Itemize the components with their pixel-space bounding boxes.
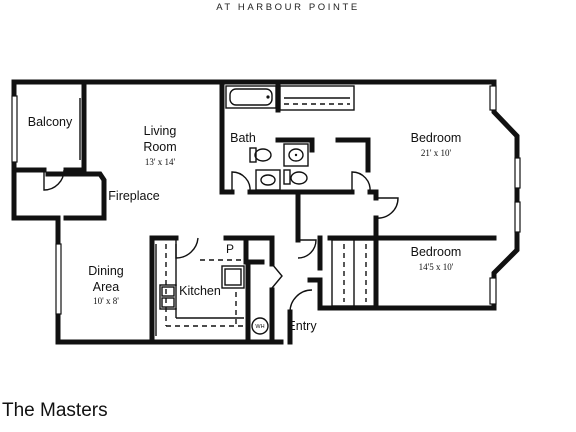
room-dims-dining: 10' x 8' [93, 296, 119, 306]
room-label-living-line1: Living [144, 124, 177, 138]
property-subtitle: AT HARBOUR POINTE [216, 2, 360, 13]
toilet-icon [249, 147, 272, 163]
room-label-dining-line1: Dining [88, 264, 123, 278]
room-dims-bedroom-2: 14'5 x 10' [419, 262, 454, 272]
interior-walls [15, 81, 497, 345]
sink-icon [283, 143, 309, 167]
sink-icon [255, 169, 281, 191]
balcony-sliding-door [79, 98, 84, 160]
toilet-icon [283, 169, 308, 185]
windows [11, 85, 521, 315]
room-label-balcony: Balcony [28, 115, 73, 129]
room-label-bedroom-2: Bedroom [411, 245, 462, 259]
room-label-entry: Entry [287, 319, 317, 333]
room-label-bedroom-1: Bedroom [411, 131, 462, 145]
bath-closet [279, 85, 355, 111]
bathtub [225, 85, 277, 109]
bedroom-closets [331, 239, 377, 307]
room-label-fireplace: Fireplace [108, 189, 159, 203]
room-label-bath: Bath [230, 131, 256, 145]
water-heater-label: WH [255, 324, 264, 330]
room-dims-bedroom-1: 21' x 10' [421, 148, 452, 158]
kitchen-sink-icon [159, 284, 177, 310]
room-label-dining-line2: Area [93, 280, 119, 294]
water-heater-icon: WH [251, 317, 269, 335]
room-label-kitchen: Kitchen [179, 284, 221, 298]
room-label-living-line2: Room [143, 140, 176, 154]
refrigerator-icon [221, 265, 245, 289]
doors [43, 169, 399, 313]
exterior-walls [11, 79, 520, 345]
room-dims-living: 13' x 14' [145, 157, 176, 167]
plan-title: The Masters [2, 400, 108, 421]
room-label-pantry: P [226, 242, 234, 256]
